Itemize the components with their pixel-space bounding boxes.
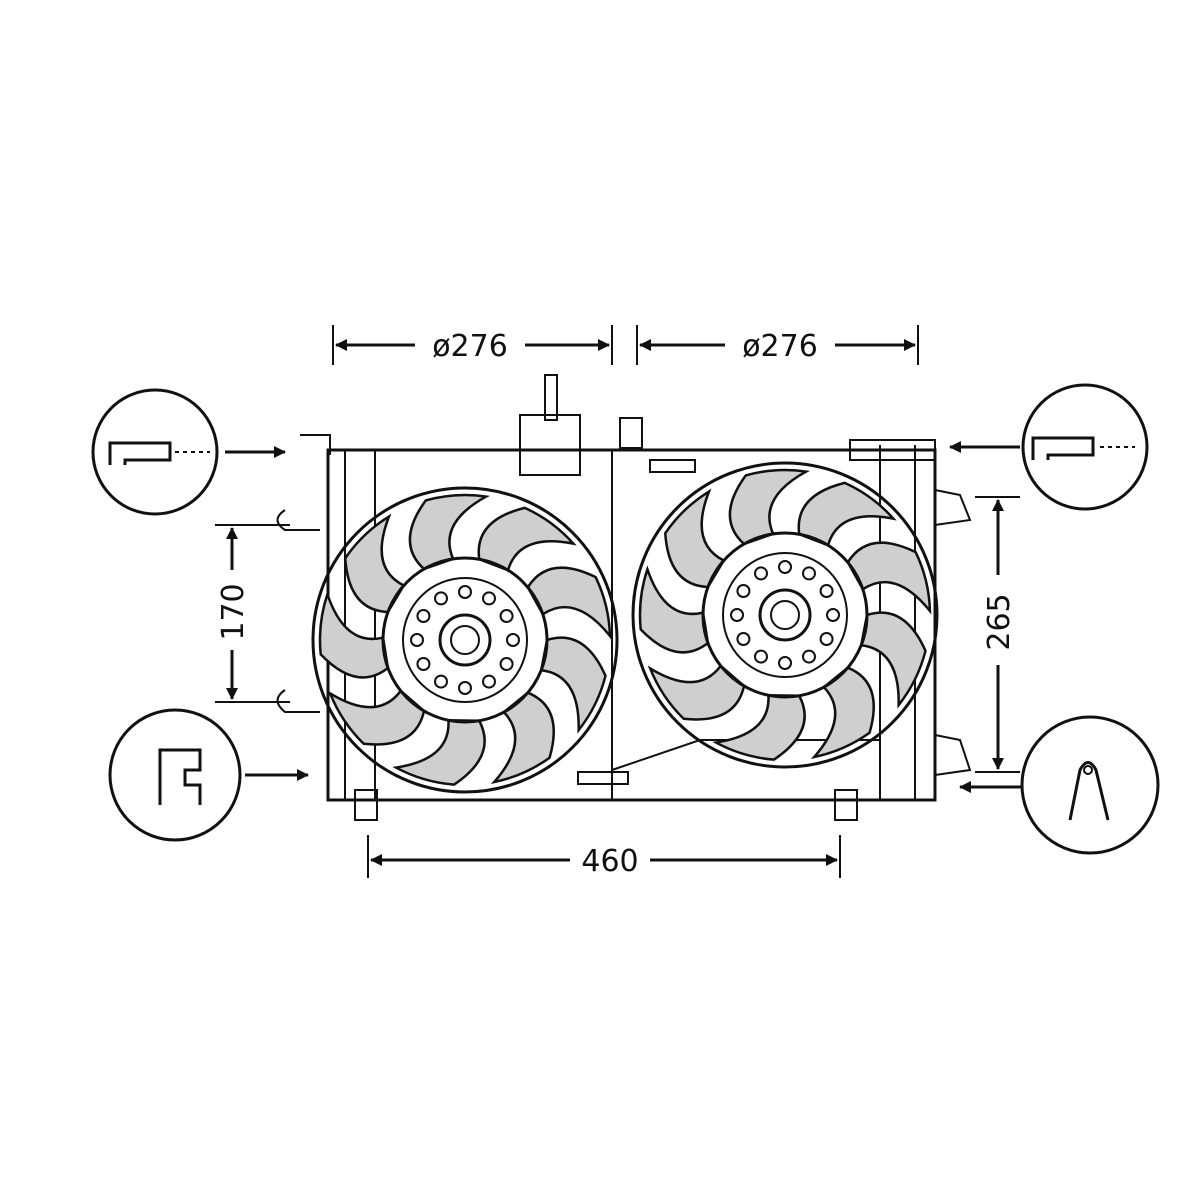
mounting-bolt	[499, 609, 514, 623]
mounting-bolt	[482, 591, 496, 606]
mounting-bolt	[754, 649, 768, 664]
fan-blade	[526, 566, 612, 640]
fan-blade	[859, 611, 927, 709]
dimension-width: 460	[367, 835, 841, 879]
fan-blade	[647, 664, 746, 721]
fan-blade	[477, 506, 577, 572]
dimension-right-height: 265	[975, 496, 1020, 773]
left-height-label: 170	[216, 583, 251, 640]
dimension-right-diameter: ø276	[636, 325, 919, 365]
motor-shaft	[450, 625, 480, 655]
mounting-bolt	[730, 608, 744, 622]
mounting-bolt	[416, 657, 431, 671]
fan-blade	[343, 513, 406, 614]
cooling-fan-right	[631, 461, 939, 769]
motor-hub	[438, 613, 492, 667]
pipe-connector-icon	[949, 383, 1149, 511]
fan-blade	[539, 636, 607, 734]
fan-blade	[392, 719, 486, 786]
mounting-bolt	[819, 584, 834, 598]
right-height-label: 265	[982, 593, 1017, 650]
mounting-bolt	[506, 633, 520, 647]
mounting-bolt	[802, 566, 816, 581]
motor-shaft	[770, 600, 800, 630]
mounting-bolt	[819, 632, 834, 646]
fan-blade	[810, 666, 875, 760]
mounting-bolt	[416, 609, 431, 623]
mounting-bolt	[482, 674, 496, 689]
motor-housing	[701, 531, 869, 699]
fan-ring	[311, 486, 619, 794]
width-label: 460	[581, 844, 638, 879]
fan-blade	[327, 689, 426, 746]
mounting-bolt	[458, 585, 472, 599]
mounting-bolt	[754, 566, 768, 581]
fan-blade	[408, 493, 491, 571]
fan-blade	[846, 541, 932, 615]
mounting-bolt	[802, 649, 816, 664]
mounting-bolt	[499, 657, 514, 671]
fan-blade	[728, 468, 811, 546]
mounting-bolt	[410, 633, 424, 647]
mounting-bolt	[778, 560, 792, 574]
fan-blade	[797, 481, 897, 547]
motor-flange	[722, 552, 848, 678]
dimension-left-diameter: ø276	[332, 325, 613, 365]
mounting-bolt	[736, 584, 751, 598]
motor-hub	[758, 588, 812, 642]
mounting-bolt	[434, 674, 448, 689]
fan-blade	[318, 590, 390, 679]
motor-flange	[402, 577, 528, 703]
dimension-left-height: 170	[215, 524, 290, 703]
mounting-bolt	[826, 608, 840, 622]
left-diameter-label: ø276	[432, 329, 508, 364]
mounting-bolt	[434, 591, 448, 606]
mounting-bolt	[778, 656, 792, 670]
mounting-bolt	[458, 681, 472, 695]
right-diameter-label: ø276	[742, 329, 818, 364]
cooling-fan-left	[311, 486, 619, 794]
fan-ring	[631, 461, 939, 769]
motor-housing	[381, 556, 549, 724]
mounting-bolt	[736, 632, 751, 646]
fan-blade	[638, 565, 710, 654]
fan-blade	[490, 691, 555, 785]
fan-blade	[712, 694, 806, 761]
pipe-connector-icon	[91, 388, 286, 516]
lug-mount-icon	[959, 715, 1160, 855]
bracket-mount-icon	[108, 708, 309, 842]
fan-blade	[663, 488, 726, 589]
